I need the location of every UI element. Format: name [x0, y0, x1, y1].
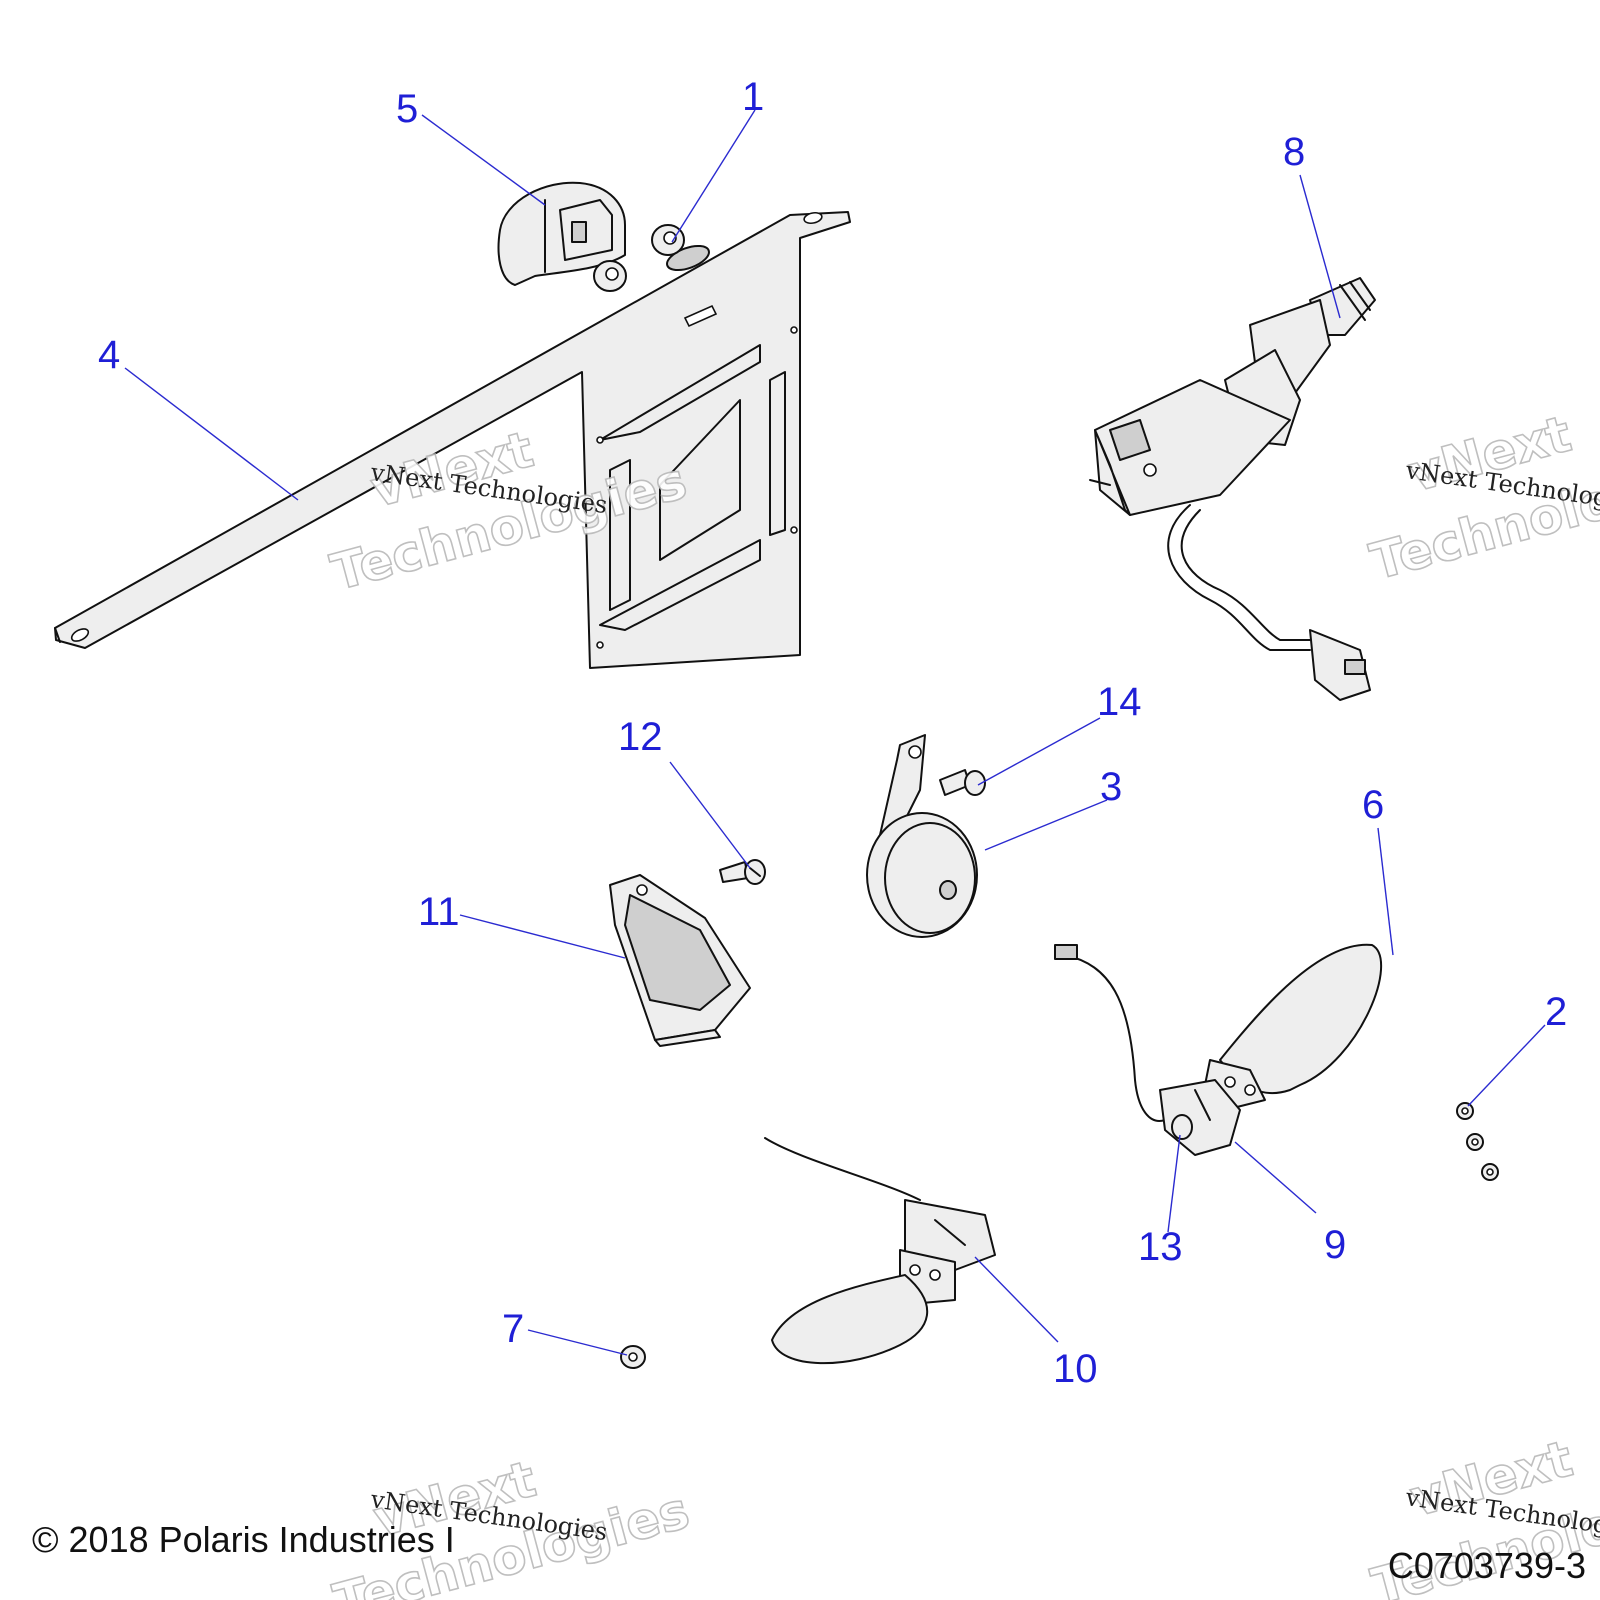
callout-8: 8 [1283, 130, 1305, 174]
callout-14: 14 [1097, 680, 1142, 724]
leader-line-2 [1467, 1024, 1546, 1107]
lamp-housing-part [497, 181, 626, 286]
callout-5: 5 [396, 87, 418, 131]
screw-12-part [719, 859, 766, 885]
leader-line-3 [984, 799, 1108, 851]
callout-7: 7 [502, 1307, 524, 1351]
leader-line-12 [669, 761, 751, 869]
callout-9: 9 [1324, 1223, 1346, 1267]
callout-6: 6 [1362, 783, 1384, 827]
leader-line-1 [671, 109, 756, 243]
leader-line-14 [977, 717, 1101, 786]
callout-1: 1 [742, 75, 764, 119]
leader-line-8 [1299, 174, 1341, 319]
nut-2-part [1456, 1102, 1499, 1181]
leader-line-10 [974, 1256, 1059, 1343]
mount-bracket-part [54, 211, 851, 669]
leader-line-9 [1234, 1141, 1317, 1214]
control-switch-part [1089, 277, 1376, 701]
bolt-14-part [939, 769, 986, 796]
left-turn-signal-part [764, 1137, 996, 1365]
callout-4: 4 [98, 333, 120, 377]
callout-2: 2 [1545, 990, 1567, 1034]
leader-line-11 [459, 914, 626, 959]
grommet-part [593, 224, 685, 292]
leader-line-4 [124, 367, 299, 501]
callout-labels: 1 2 3 4 5 6 7 8 9 10 11 12 13 14 [98, 75, 1567, 1391]
license-lamp-part [609, 874, 751, 1047]
leader-line-13 [1167, 1134, 1181, 1233]
callout-10: 10 [1053, 1347, 1098, 1391]
leader-line-6 [1377, 827, 1394, 956]
horn-part [866, 734, 978, 938]
callout-11: 11 [418, 890, 460, 934]
leader-line-7 [527, 1329, 628, 1356]
watermark-group: vNext Technologies vNext Technologies vN… [324, 404, 1600, 1600]
figure-id: C0703739-3 [1388, 1545, 1586, 1586]
leader-line-5 [421, 114, 546, 206]
callout-3: 3 [1100, 765, 1122, 809]
copyright-text: © 2018 Polaris Industries I [32, 1519, 455, 1560]
callout-12: 12 [618, 715, 663, 759]
right-turn-signal-part [1054, 943, 1383, 1156]
nut-7-part [620, 1345, 646, 1369]
callout-13: 13 [1138, 1225, 1183, 1269]
leader-lines [124, 109, 1546, 1356]
